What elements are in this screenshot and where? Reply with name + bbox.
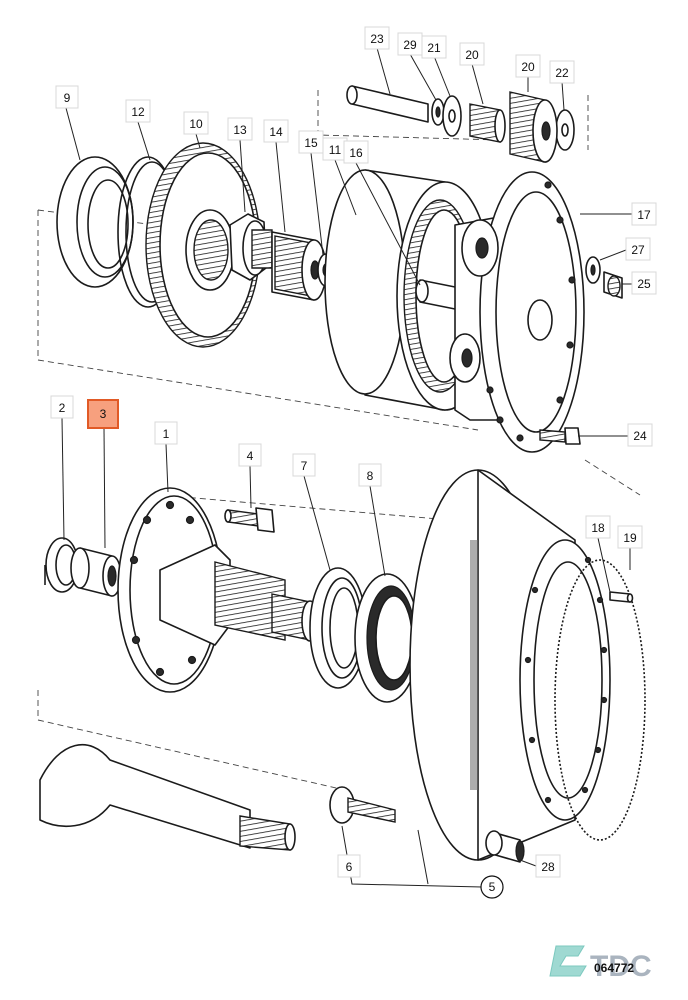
callout-1[interactable]: 1	[154, 421, 178, 445]
drawing-code: 064772	[594, 961, 634, 975]
part-23-stud	[609, 591, 634, 603]
svg-text:6: 6	[346, 860, 353, 874]
part-18-planet-gear	[509, 91, 558, 163]
callout-20a[interactable]: 21	[421, 35, 447, 59]
svg-text:25: 25	[637, 277, 651, 291]
callout-4[interactable]: 4	[238, 443, 262, 467]
svg-text:24: 24	[633, 429, 647, 443]
callout-23[interactable]: 18	[585, 515, 611, 539]
part-4-bolt	[224, 507, 275, 533]
svg-text:20: 20	[465, 48, 479, 62]
leader-lines	[61, 47, 632, 888]
callout-9[interactable]: 9	[55, 85, 79, 109]
svg-text:14: 14	[269, 125, 283, 139]
svg-text:10: 10	[189, 117, 203, 131]
callout-15[interactable]: 15	[298, 130, 324, 154]
tdc-logo: TDC	[549, 945, 652, 983]
part-6-wheel-bolt	[329, 786, 396, 824]
part-13-hub-nut	[229, 213, 273, 281]
svg-text:21: 21	[427, 41, 441, 55]
callout-16[interactable]: 16	[343, 140, 369, 164]
part-22-drum-ring	[554, 559, 646, 841]
callout-7[interactable]: 7	[292, 453, 316, 477]
part-1-wheel-hub	[117, 487, 319, 693]
svg-text:22: 22	[555, 66, 569, 80]
callout-17[interactable]: 17	[631, 202, 657, 226]
part-8-wheel-bearing	[354, 573, 420, 703]
part-14-planet-gear	[271, 231, 327, 301]
part-27-washer	[585, 256, 601, 284]
part-20-thrust-washer-b	[555, 109, 575, 151]
callout-28[interactable]: 28	[535, 854, 561, 878]
drive-half-shaft	[39, 744, 296, 851]
svg-text:8: 8	[367, 469, 374, 483]
part-2-seal	[44, 537, 79, 593]
part-5-brake-drum	[409, 469, 611, 861]
callout-10[interactable]: 10	[183, 111, 209, 135]
svg-text:5: 5	[489, 880, 496, 894]
svg-text:3: 3	[100, 407, 107, 421]
part-17-planet-carrier	[449, 171, 585, 453]
lower-assembly-frame	[37, 459, 641, 791]
svg-text:11: 11	[329, 143, 342, 157]
tdc-logo-mark-icon	[549, 945, 587, 977]
callout-5[interactable]: 5	[480, 875, 504, 899]
svg-text:16: 16	[349, 146, 363, 160]
logo-text: TDC	[590, 950, 652, 983]
part-21-planet-pin	[346, 85, 429, 123]
part-29-retaining-ring	[431, 98, 445, 126]
callout-3[interactable]: 3	[87, 399, 119, 429]
part-24-bolt	[539, 427, 581, 445]
callout-11[interactable]: 11	[322, 137, 348, 161]
callout-14[interactable]: 14	[263, 119, 289, 143]
svg-text:1: 1	[163, 427, 170, 441]
svg-text:15: 15	[304, 136, 318, 150]
svg-text:23: 23	[370, 32, 384, 46]
callout-13[interactable]: 13	[227, 117, 253, 141]
svg-text:27: 27	[631, 243, 645, 257]
callout-19[interactable]: 20	[459, 42, 485, 66]
part-19-needle-bearing	[469, 103, 506, 143]
part-28-wheel-nut	[485, 830, 525, 863]
svg-text:17: 17	[637, 208, 651, 222]
callout-2[interactable]: 2	[50, 395, 74, 419]
callout-25[interactable]: 25	[631, 271, 657, 295]
callout-12[interactable]: 12	[125, 99, 151, 123]
callout-22[interactable]: 19	[617, 525, 643, 549]
svg-text:7: 7	[301, 459, 308, 473]
svg-text:18: 18	[591, 521, 605, 535]
callout-20b[interactable]: 22	[549, 60, 575, 84]
part-25-nut	[603, 271, 623, 299]
part-3-bushing	[70, 547, 122, 597]
svg-text:20: 20	[521, 60, 535, 74]
part-20-thrust-washer-a	[442, 95, 462, 137]
svg-text:4: 4	[247, 449, 254, 463]
callout-8[interactable]: 8	[358, 463, 382, 487]
callout-29[interactable]: 29	[397, 32, 423, 56]
svg-text:13: 13	[233, 123, 247, 137]
part-10-ring-gear	[145, 142, 261, 348]
callout-24[interactable]: 24	[627, 423, 653, 447]
svg-text:9: 9	[64, 91, 71, 105]
callout-18[interactable]: 20	[515, 54, 541, 78]
svg-text:28: 28	[541, 860, 555, 874]
svg-text:29: 29	[403, 38, 417, 52]
callout-21[interactable]: 23	[364, 26, 390, 50]
svg-text:12: 12	[131, 105, 145, 119]
svg-text:2: 2	[59, 401, 66, 415]
callout-6[interactable]: 6	[337, 854, 361, 878]
svg-text:19: 19	[623, 531, 637, 545]
callout-27[interactable]: 27	[625, 237, 651, 261]
